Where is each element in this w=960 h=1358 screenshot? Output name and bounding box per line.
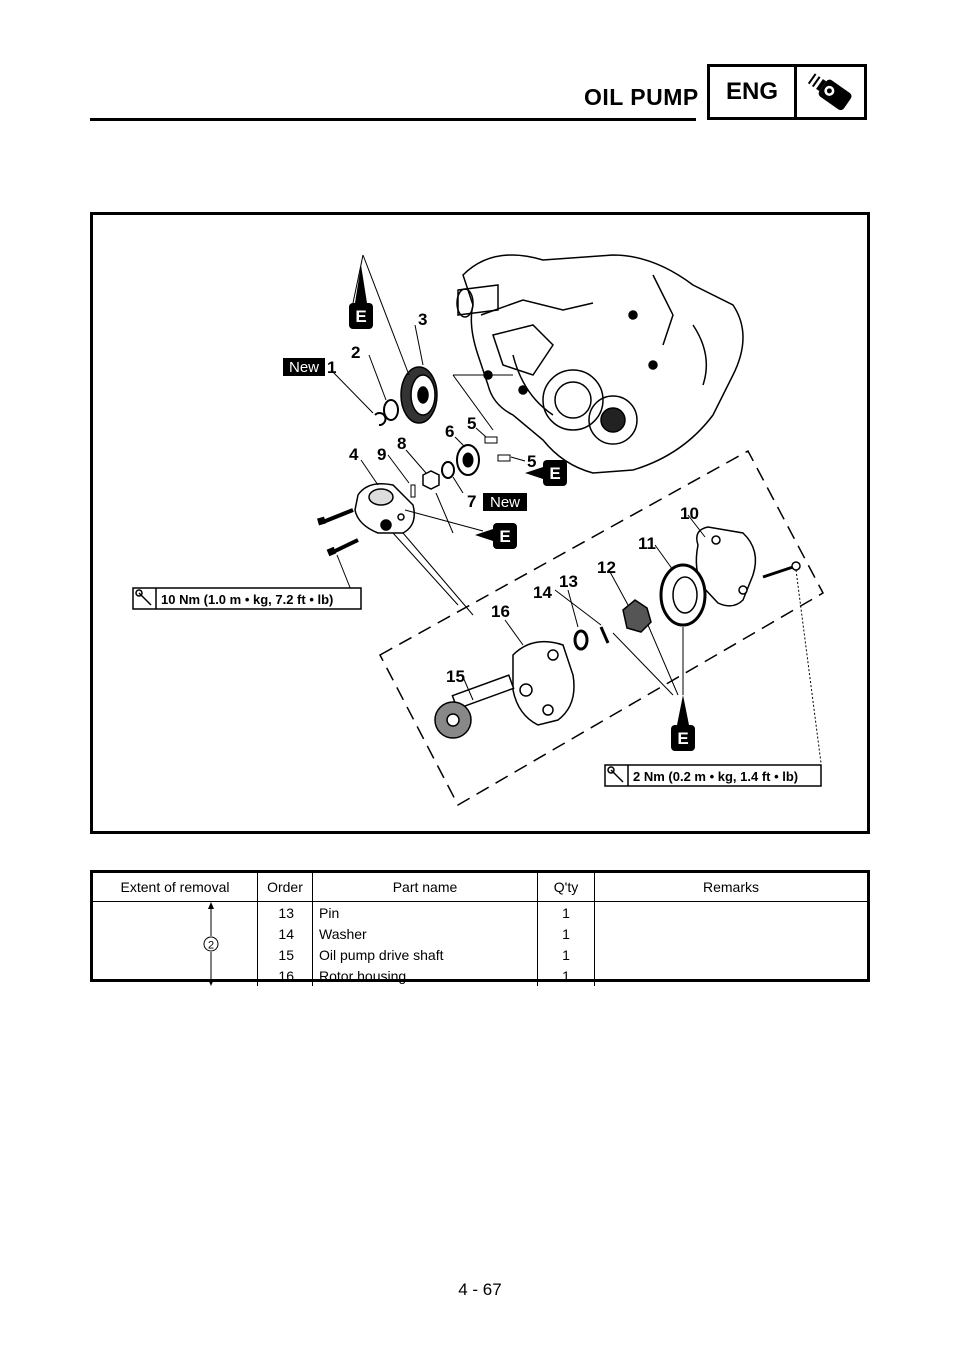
svg-text:10 Nm (1.0 m • kg, 7.2 ft • lb: 10 Nm (1.0 m • kg, 7.2 ft • lb) [161,592,333,607]
svg-text:E: E [499,527,510,546]
bolt [332,538,359,554]
page-title: OIL PUMP [584,84,699,110]
wrench-icon [607,766,624,783]
callout-number: 10 [680,504,699,523]
oil-apply-icon: E [493,523,517,549]
table-row: 16 Rotor housing 1 [93,965,867,986]
order-cell: 14 [257,923,313,944]
callout-number: 5 [527,452,536,471]
svg-text:E: E [355,307,366,326]
extent-range: 2 [93,901,258,986]
callout-number: 14 [533,583,552,602]
crankcase-drawing [456,254,744,474]
oil-pump-assembly [354,483,415,534]
svg-text:E: E [677,729,688,748]
range-marker: 2 [208,940,214,952]
qty-cell: 1 [537,944,595,965]
callout-number: 15 [446,667,465,686]
callout-number: 5 [467,414,476,433]
qty-cell: 1 [537,901,595,923]
washer [383,399,399,421]
column-header: Order [257,873,313,902]
new-part-badge: New [483,493,527,511]
pin [484,436,498,444]
callout-number: 11 [638,534,656,553]
svg-text:New: New [490,494,520,511]
callout-number: 8 [397,434,406,453]
callout-number: 6 [445,422,454,441]
table-row: 14 Washer 1 [93,923,867,944]
qty-cell: 1 [537,923,595,944]
svg-text:E: E [549,464,560,483]
part-name-cell: Pin [312,901,538,923]
svg-text:New: New [289,359,319,376]
qty-cell: 1 [537,965,595,986]
part-name-cell: Washer [312,923,538,944]
new-part-badge: New [283,358,325,376]
range-arrow-icon: 2 [203,902,219,986]
header-rule [90,118,696,121]
exploded-diagram: E E E E New New 1 2 [90,212,870,834]
callout-number: 7 [467,492,476,511]
engine-icon [797,67,864,117]
oil-apply-icon: E [349,303,373,329]
table-row: 2 13 Pin 1 [93,901,868,986]
inner-rotor [422,470,440,490]
remarks-cell [595,965,868,986]
bolt [322,508,354,524]
callout-number: 9 [377,445,386,464]
order-cell: 16 [257,965,313,986]
callout-number: 4 [349,445,359,464]
callout-number: 12 [597,558,616,577]
rotor-housing [512,640,575,726]
callout-number: 1 [327,358,336,377]
remarks-cell [595,902,868,924]
oil-pump-driven-gear [400,366,438,424]
table-row: 15 Oil pump drive shaft 1 [93,944,867,965]
oil-apply-icon: E [543,460,567,486]
order-cell: 13 [257,901,313,923]
washer [573,629,589,651]
page-number: 4 - 67 [458,1280,502,1299]
parts-table: Extent of removal Order Part name Q'ty R… [90,870,870,986]
callout-number: 3 [418,310,427,329]
callout-number: 16 [491,602,510,621]
column-header: Extent of removal [93,873,258,902]
remarks-cell [595,923,868,944]
column-header: Q'ty [537,873,595,902]
section-badge: ENG [707,64,867,120]
pin [599,626,610,644]
callout-number: 13 [559,572,578,591]
part-name-cell: Rotor housing [312,965,538,986]
torque-spec-box: 10 Nm (1.0 m • kg, 7.2 ft • lb) [132,587,362,610]
pin [410,484,416,498]
svg-text:2 Nm (0.2 m • kg, 1.4 ft • lb): 2 Nm (0.2 m • kg, 1.4 ft • lb) [633,769,798,784]
o-ring [441,461,455,479]
part-name-cell: Oil pump drive shaft [312,944,538,965]
inner-rotor [622,599,652,633]
column-header: Remarks [594,873,867,902]
section-label: ENG [710,67,797,117]
sub-assembly-outline [378,449,824,807]
callout-number: 2 [351,343,360,362]
wrench-icon [135,589,152,606]
torque-spec-box: 2 Nm (0.2 m • kg, 1.4 ft • lb) [604,764,822,787]
table-header-row: Extent of removal Order Part name Q'ty R… [93,873,867,902]
oil-apply-icon: E [671,725,695,751]
pin [497,454,511,462]
column-header: Part name [312,873,538,902]
order-cell: 15 [257,944,313,965]
remarks-cell [595,944,868,965]
